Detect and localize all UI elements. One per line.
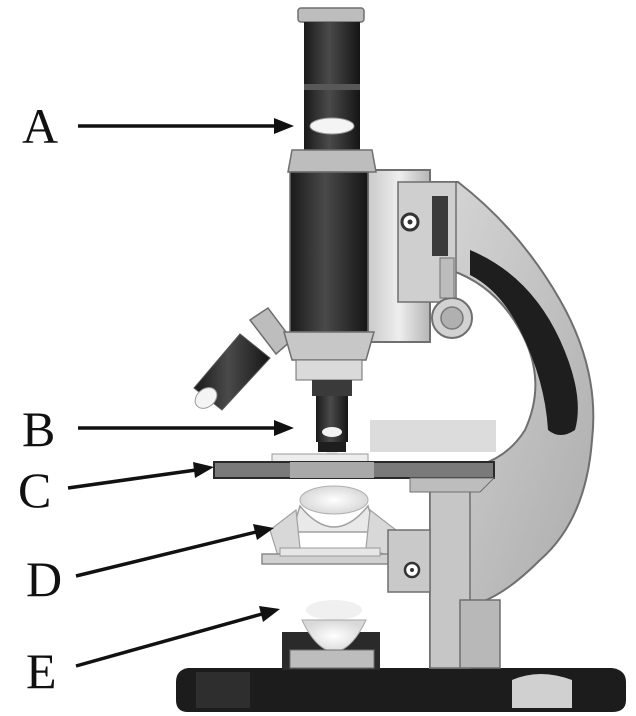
arrow-e	[75, 606, 280, 668]
eyepiece	[287, 7, 377, 173]
stage-clip	[370, 420, 496, 452]
label-a: A	[22, 98, 58, 154]
focus-housing	[367, 169, 473, 343]
mirror-lamp	[282, 600, 380, 670]
condenser-bracket	[387, 529, 431, 593]
nosepiece	[283, 331, 375, 381]
label-c: C	[18, 462, 51, 518]
arrow-c	[67, 462, 214, 490]
body-tube	[289, 171, 369, 333]
label-e: E	[26, 643, 57, 699]
label-d: D	[26, 551, 62, 607]
callout-arrows	[67, 118, 294, 668]
microscope-arm	[419, 181, 595, 669]
microscope-base	[176, 668, 626, 712]
arrow-b	[78, 420, 294, 436]
side-objective	[193, 306, 294, 411]
condenser	[261, 485, 397, 565]
arrow-d	[75, 524, 274, 578]
label-b: B	[22, 401, 55, 457]
objective-lens	[312, 380, 352, 462]
stage	[213, 453, 496, 493]
eyepiece-lens	[309, 117, 355, 135]
arrow-a	[78, 118, 294, 134]
